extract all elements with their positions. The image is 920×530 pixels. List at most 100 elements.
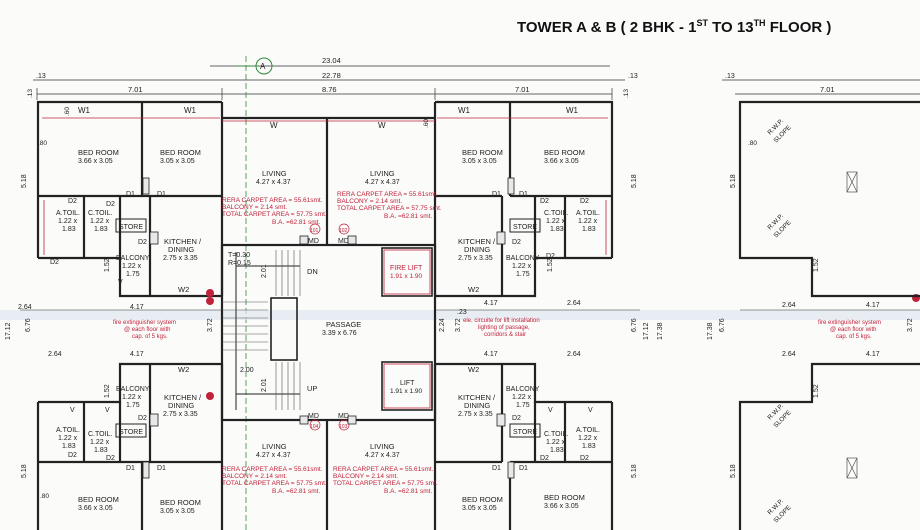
area-balcony: BALCONY = 2.14 smt. — [222, 204, 287, 211]
kitchen-size: 2.75 x 3.35 — [163, 255, 198, 262]
balcony-size: 1.75 — [516, 402, 530, 409]
area-total: TOTAL CARPET AREA = 57.75 smt. — [333, 480, 438, 487]
dim-417: 4.17 — [130, 304, 144, 311]
fire-note-line3: cap. of 5 kgs. — [132, 334, 168, 340]
dim-1712: 17.12 — [5, 322, 12, 340]
stair-riser: R=0.15 — [228, 260, 251, 267]
flat-number-circle — [338, 419, 350, 431]
door-label: D2 — [580, 198, 589, 205]
bedroom-size: 3.66 x 3.05 — [544, 503, 579, 510]
balcony-size: 1.22 x — [512, 263, 532, 270]
dim-518: 5.18 — [21, 174, 28, 188]
living-size: 4.27 x 4.37 — [256, 179, 291, 186]
a-toil-label: A.TOIL. — [576, 427, 600, 434]
area-ba: B.A. =62.81 smt. — [384, 488, 432, 495]
kitchen-size: 2.75 x 3.35 — [458, 255, 493, 262]
flat-number: 101 — [310, 228, 319, 234]
fire-lift-label: FIRE LIFT — [390, 265, 423, 272]
living-size: 4.27 x 4.37 — [365, 179, 400, 186]
dim-264: 2.64 — [782, 351, 796, 358]
toil-size: 1.22 x — [546, 218, 566, 225]
area-total: TOTAL CARPET AREA = 57.75 smt. — [337, 205, 442, 212]
a-toil-label: A.TOIL. — [56, 427, 80, 434]
dim-80: .80 — [748, 140, 757, 147]
dim-edge: .13 — [27, 89, 34, 98]
bedroom-size: 3.05 x 3.05 — [462, 505, 497, 512]
store-box — [115, 423, 147, 438]
dining-label: DINING — [464, 401, 490, 410]
toil-size: 1.83 — [550, 226, 564, 233]
door-label: D2 — [512, 239, 521, 246]
door-label: D2 — [138, 415, 147, 422]
upper-walls — [36, 100, 614, 422]
flat-number: 104 — [310, 424, 319, 430]
bedroom-size: 3.05 x 3.05 — [462, 158, 497, 165]
toil-size: 1.83 — [94, 447, 108, 454]
bedroom-label: BED ROOM — [78, 148, 119, 157]
dim-417: 4.17 — [130, 351, 144, 358]
stair-treads — [222, 250, 301, 410]
toil-size: 1.22 x — [90, 439, 110, 446]
dim-264: 2.64 — [782, 302, 796, 309]
dim-edge-right: .13 — [628, 73, 638, 80]
plan-title: TOWER A & B ( 2 BHK - 1ST TO 13TH FLOOR … — [517, 18, 831, 36]
dim-417: 4.17 — [866, 302, 880, 309]
elec-note-line3: corridors & stair — [484, 332, 526, 338]
window-label: W2 — [468, 285, 479, 294]
passage-size: 3.39 x 6.76 — [322, 330, 357, 337]
area-balcony: BALCONY = 2.14 smt. — [337, 198, 402, 205]
area-rera: RERA CARPET AREA = 55.61smt. — [222, 197, 323, 204]
toil-size: 1.83 — [550, 447, 564, 454]
lower-right-unit: W2 BALCONY 1.22 x 1.75 KITCHEN / DINING … — [458, 365, 600, 512]
dim-edge: .13 — [623, 89, 630, 98]
flat-number-circle — [338, 223, 350, 235]
passage-label: PASSAGE — [326, 320, 361, 329]
fire-note-line2: @ each floor with — [124, 327, 170, 333]
vent-label: V — [118, 279, 123, 286]
dim-1712: 17.12 — [643, 322, 650, 340]
door-label: D2 — [512, 415, 521, 422]
dim-372: 3.72 — [455, 318, 462, 332]
door-label: D1 — [519, 465, 528, 472]
kitchen-label: KITCHEN / — [458, 393, 496, 402]
upper-core-livings: W W LIVING 4.27 x 4.37 LIVING 4.27 x 4.3… — [222, 121, 442, 245]
area-rera: RERA CARPET AREA = 55.61smt. — [333, 466, 434, 473]
balcony-size: 1.75 — [516, 271, 530, 278]
vent-label: V — [548, 407, 553, 414]
lower-core-livings: MD MD 104 103 LIVING 4.27 x 4.37 LIVING … — [222, 413, 438, 495]
kitchen-size: 2.75 x 3.35 — [458, 411, 493, 418]
vent-label: V — [588, 407, 593, 414]
a-toil-label: A.TOIL. — [576, 210, 600, 217]
vent-label: V — [105, 407, 110, 414]
dim-60: .60 — [64, 107, 71, 116]
dining-label: DINING — [168, 245, 194, 254]
grid-marker-label: A — [260, 62, 266, 71]
balcony-size: 1.22 x — [122, 394, 142, 401]
fire-extinguisher-icon — [206, 392, 214, 400]
door-label: D2 — [50, 259, 59, 266]
vent-label: V — [70, 407, 75, 414]
balcony-size: 1.22 x — [512, 394, 532, 401]
dim-1738: 17.38 — [657, 322, 664, 340]
kitchen-label: KITCHEN / — [164, 393, 202, 402]
upper-left-unit: W1 W1 BED ROOM 3.66 x 3.05 BED ROOM 3.05… — [50, 106, 202, 294]
door-label: D1 — [157, 191, 166, 198]
window-label: W — [378, 121, 386, 130]
door-label: D1 — [492, 191, 501, 198]
dim-518: 5.18 — [730, 464, 737, 478]
c-toil-label: C.TOIL. — [544, 431, 568, 438]
fire-note-line3: cap. of 5 kgs. — [836, 334, 872, 340]
dim-23: .23 — [457, 309, 467, 316]
main-door-label: MD — [308, 413, 319, 420]
fire-note-line1: fire extinguisher system — [113, 320, 176, 326]
right-partial-walls — [738, 100, 920, 530]
area-total: TOTAL CARPET AREA = 57.75 smt. — [222, 480, 327, 487]
living-size: 4.27 x 4.37 — [256, 452, 291, 459]
door-label: D2 — [546, 253, 555, 260]
main-door-label: MD — [338, 238, 349, 245]
balcony-size: 1.75 — [126, 271, 140, 278]
living-label: LIVING — [262, 169, 287, 178]
stair-core — [235, 252, 300, 410]
store-box — [509, 218, 541, 233]
dim-264: 2.64 — [48, 351, 62, 358]
